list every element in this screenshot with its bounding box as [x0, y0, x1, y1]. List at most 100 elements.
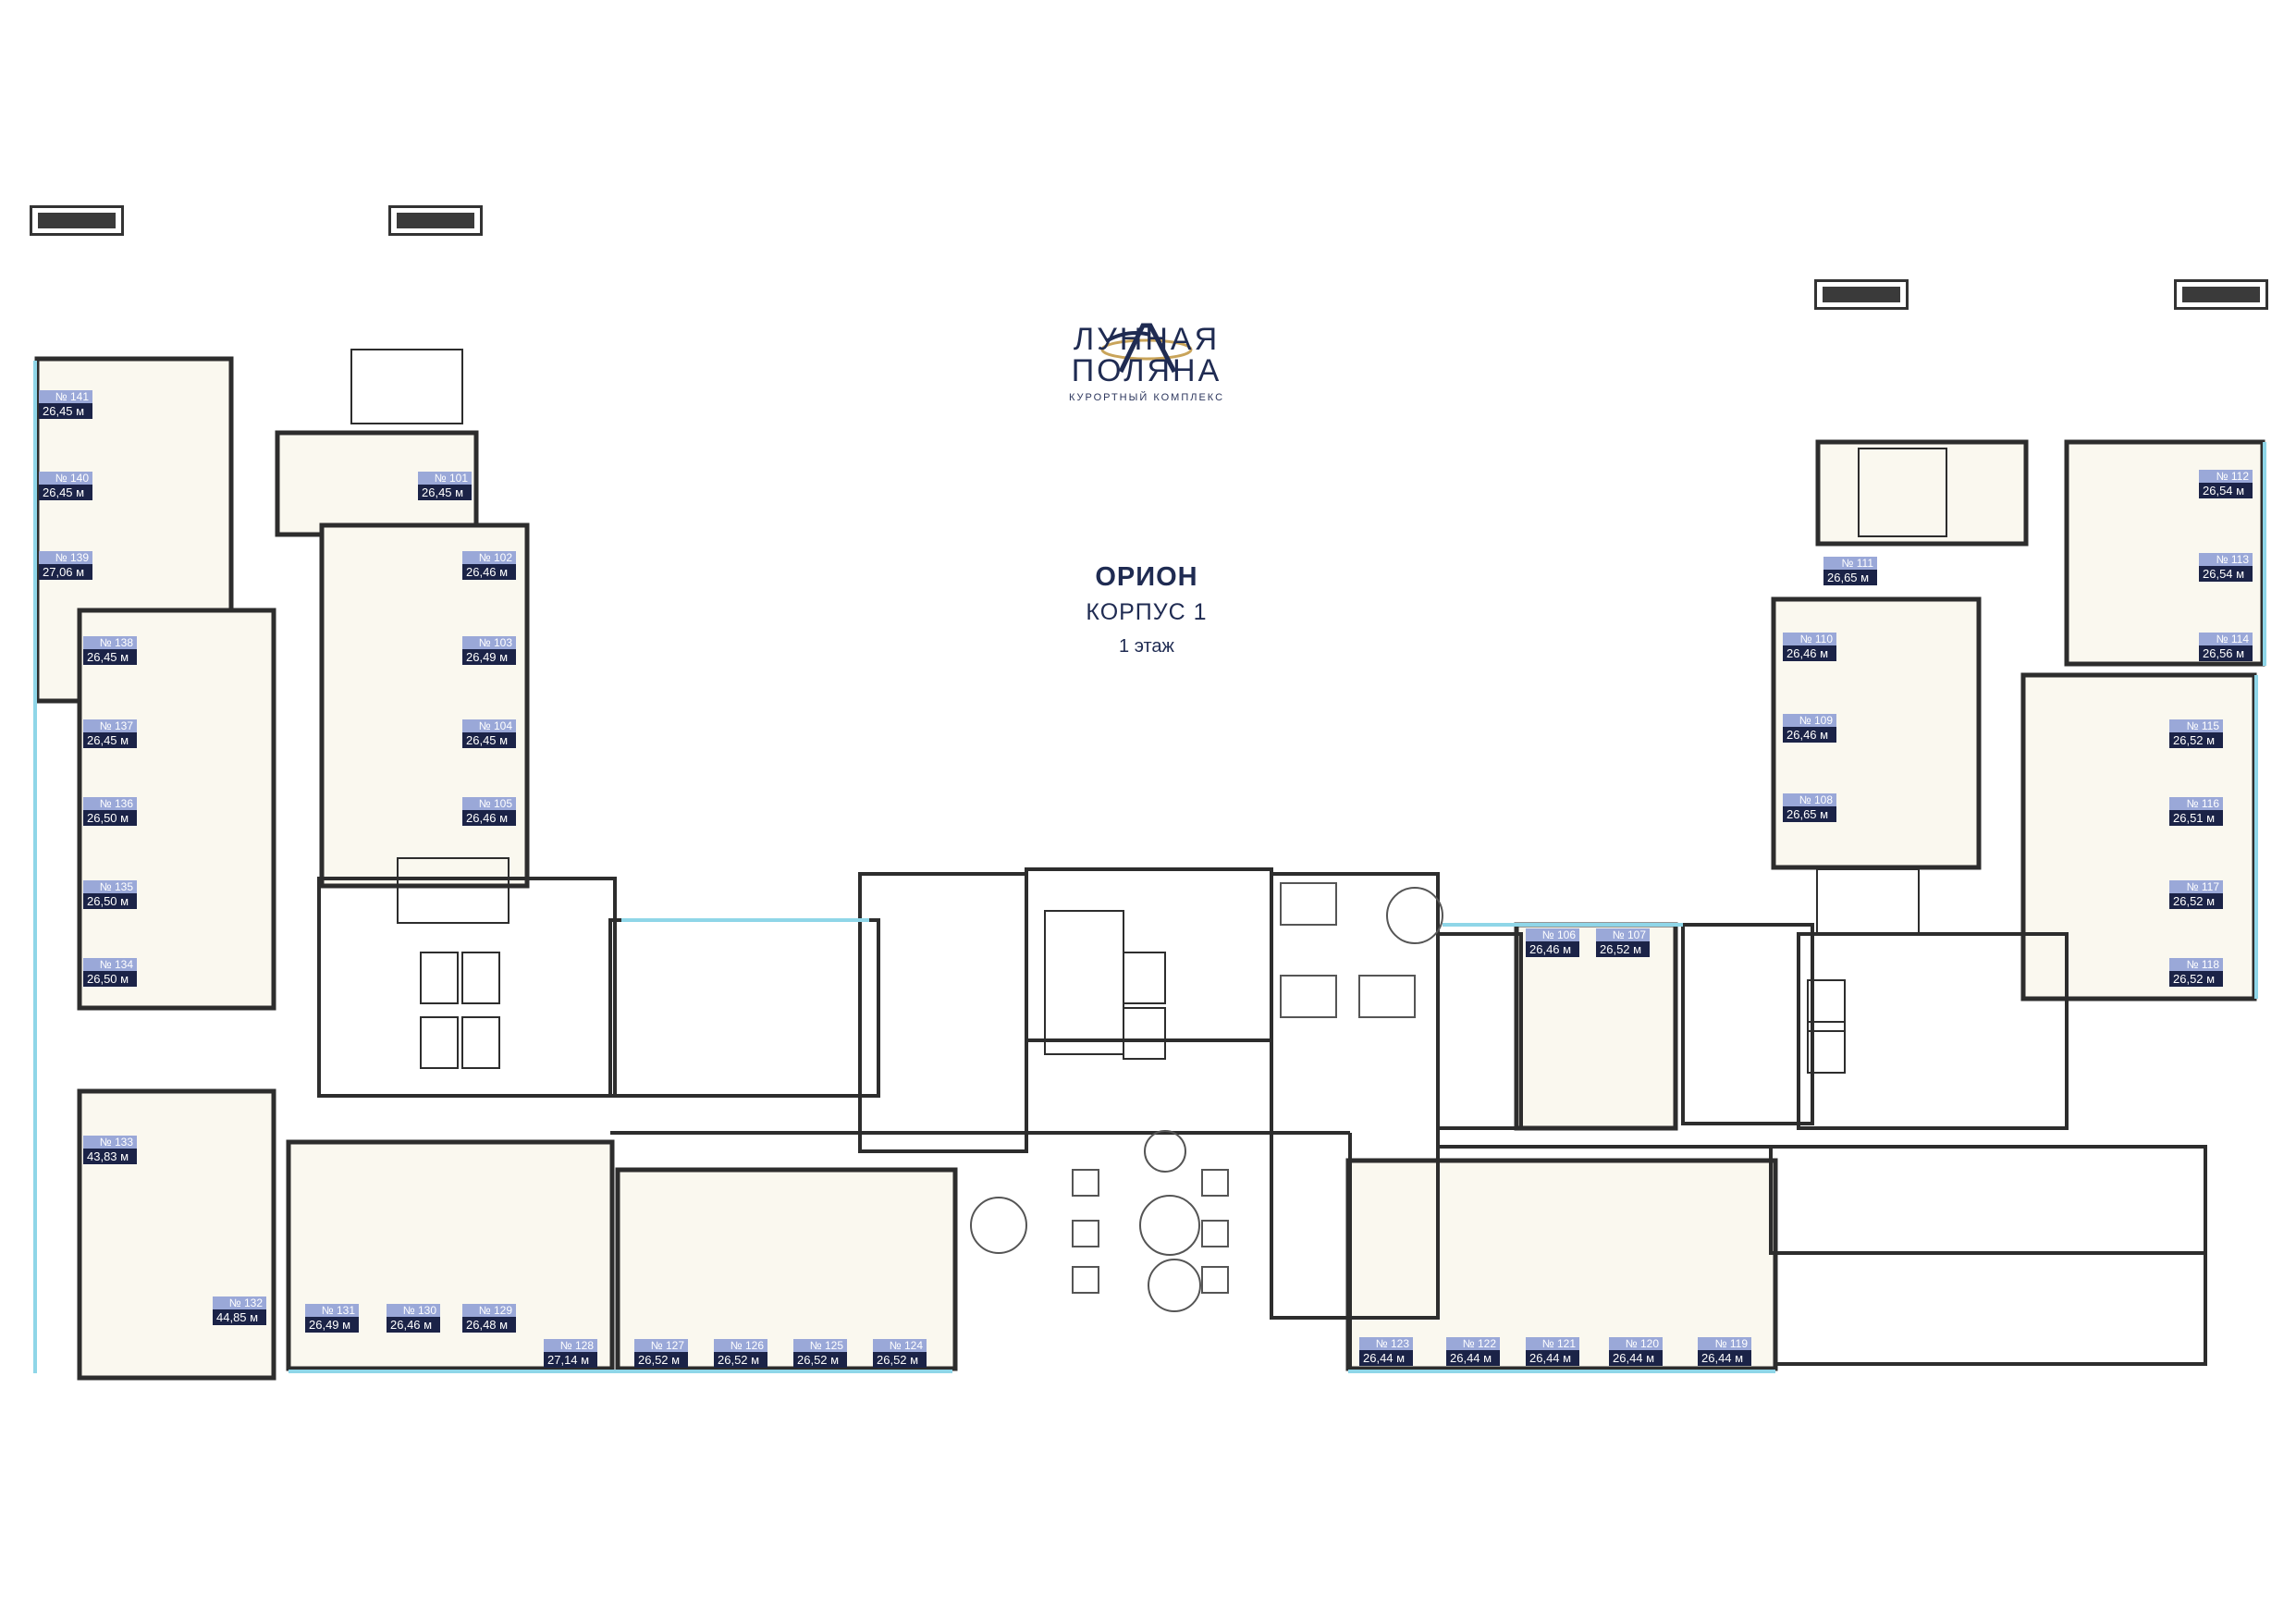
- unit-area-badge: [39, 564, 92, 580]
- unit-area: 26,51 м: [2173, 811, 2215, 825]
- unit-area: 26,44 м: [1613, 1351, 1654, 1365]
- unit-number: № 136: [100, 797, 134, 810]
- unit-area: 26,65 м: [1786, 807, 1828, 821]
- unit-number: № 128: [560, 1339, 595, 1352]
- unit-area-badge: [83, 649, 137, 665]
- unit-area-badge: [39, 485, 92, 500]
- unit-number: № 125: [810, 1339, 844, 1352]
- unit-number: № 115: [2187, 719, 2220, 732]
- unit-number: № 141: [55, 390, 90, 403]
- unit-area: 26,54 м: [2203, 567, 2244, 581]
- unit-area: 26,54 м: [2203, 484, 2244, 498]
- unit-number-badge: [1526, 928, 1579, 941]
- unit-number-badge: [462, 636, 516, 649]
- unit-number: № 118: [2187, 958, 2220, 971]
- unit-area-badge: [1783, 727, 1836, 743]
- unit-number: № 119: [1715, 1337, 1749, 1350]
- unit-number-badge: [39, 551, 92, 564]
- unit-area: 43,83 м: [87, 1149, 129, 1163]
- floor-label: 1 этаж: [1119, 636, 1174, 657]
- unit-area: 26,45 м: [466, 733, 508, 747]
- unit-number-badge: [1359, 1337, 1413, 1350]
- unit-area-badge: [2199, 645, 2253, 661]
- unit-number-badge: [2169, 880, 2223, 893]
- unit-area: 26,49 м: [466, 650, 508, 664]
- unit-area: 26,52 м: [877, 1353, 918, 1367]
- scale-bar-top-left-2: [388, 205, 483, 236]
- unit-number-badge: [83, 797, 137, 810]
- unit-area: 26,52 м: [2173, 972, 2215, 986]
- window-glazing: [33, 361, 2266, 1373]
- unit-number-badge: [1783, 633, 1836, 645]
- unit-number-badge: [2169, 797, 2223, 810]
- unit-area-badge: [418, 485, 472, 500]
- unit-area-badge: [387, 1317, 440, 1333]
- stair-cores: [350, 349, 1947, 1074]
- unit-area: 26,56 м: [2203, 646, 2244, 660]
- unit-number: № 138: [100, 636, 134, 649]
- unit-number-badge: [2169, 958, 2223, 971]
- unit-area-badge: [544, 1352, 597, 1368]
- unit-area-badge: [83, 810, 137, 826]
- unit-number: № 130: [403, 1304, 437, 1317]
- unit-area: 26,45 м: [87, 733, 129, 747]
- unit-number: № 131: [322, 1304, 356, 1317]
- unit-number-badge: [462, 551, 516, 564]
- unit-number: № 112: [2216, 470, 2250, 483]
- unit-area-badge: [83, 732, 137, 748]
- unit-number-badge: [83, 636, 137, 649]
- unit-number: № 139: [55, 551, 90, 564]
- scale-bar-top-left: [30, 205, 124, 236]
- unit-area-badge: [462, 1317, 516, 1333]
- unit-area: 26,50 м: [87, 811, 129, 825]
- unit-area-badge: [213, 1309, 266, 1325]
- unit-area-badge: [1698, 1350, 1751, 1366]
- unit-number-badge: [462, 797, 516, 810]
- unit-area-badge: [634, 1352, 688, 1368]
- unit-number-badge: [714, 1339, 767, 1352]
- unit-area: 26,52 м: [2173, 894, 2215, 908]
